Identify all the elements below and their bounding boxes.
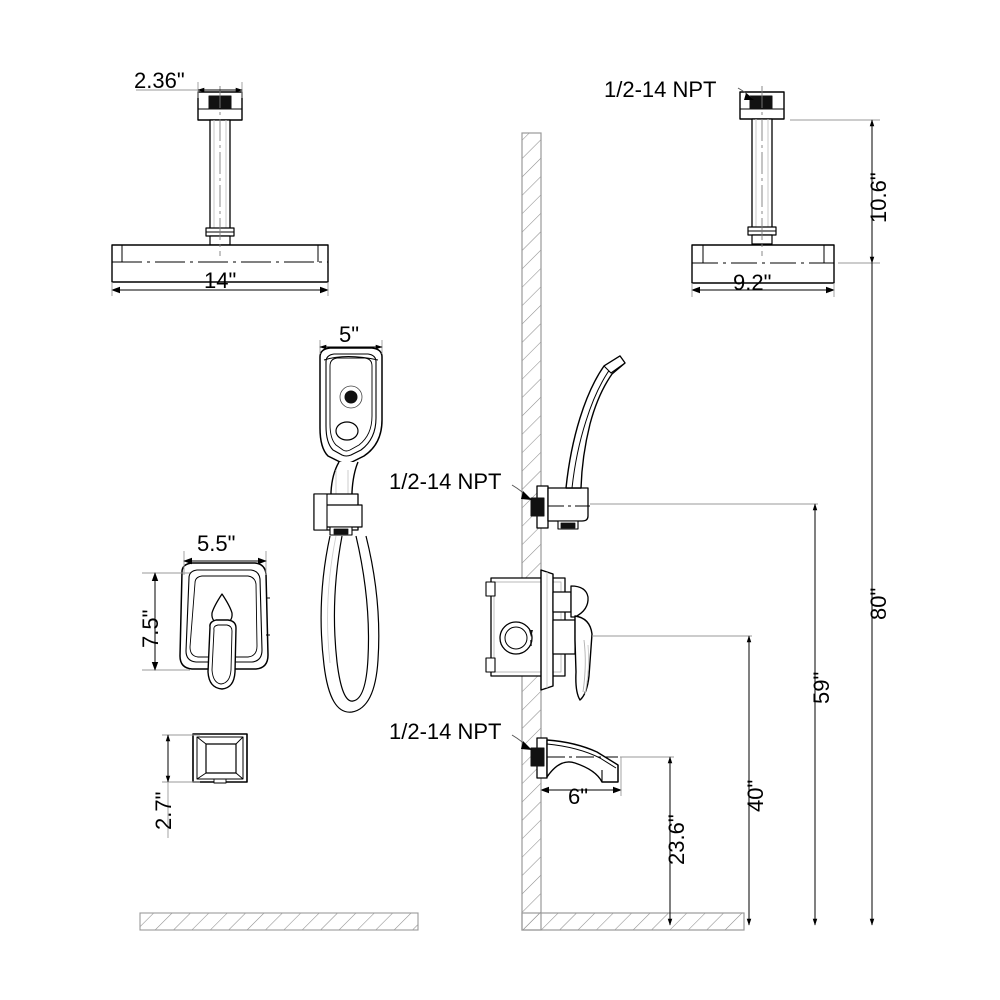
dimension-59-inch	[590, 503, 818, 926]
dim-label-59: 59"	[809, 671, 834, 704]
dimension-14-inch	[111, 282, 329, 296]
dim-label-2-36: 2.36"	[134, 68, 185, 93]
dim-label-14: 14"	[204, 268, 237, 293]
dim-label-6: 6"	[568, 784, 589, 809]
floor-section-left	[139, 912, 419, 931]
dim-label-npt-handheld: 1/2-14 NPT	[389, 469, 502, 494]
view-valve-side	[485, 569, 593, 701]
dimension-40-inch	[592, 635, 752, 926]
view-tub-spout-side	[530, 737, 619, 783]
dim-label-9-2: 9.2"	[733, 270, 772, 295]
view-ceiling-shower-front	[111, 86, 329, 283]
dim-label-23-6: 23.6"	[664, 814, 689, 865]
dimension-9-2-inch	[691, 283, 835, 297]
dimension-6-inch	[540, 757, 622, 796]
dim-label-7-5: 7.5"	[138, 609, 163, 648]
view-trim-plate-front	[179, 562, 270, 690]
view-ceiling-shower-side	[691, 86, 835, 284]
dim-label-npt-ceiling: 1/2-14 NPT	[604, 77, 717, 102]
floor-section-right	[521, 912, 745, 931]
dim-label-5: 5"	[339, 322, 360, 347]
callout-npt-handheld	[511, 484, 532, 500]
view-handheld-front	[313, 347, 383, 713]
view-handheld-bracket-side	[530, 355, 626, 530]
dimension-23-6-inch	[620, 756, 674, 926]
view-square-escutcheon	[192, 733, 248, 784]
dim-label-80: 80"	[866, 587, 891, 620]
dim-label-10-6: 10.6"	[866, 172, 891, 223]
wall-section	[521, 132, 542, 931]
dimension-5-inch	[319, 340, 383, 354]
dimension-2-36-inch	[136, 82, 243, 98]
dim-label-2-7: 2.7"	[151, 791, 176, 830]
dimension-7-5-inch	[142, 572, 190, 671]
callout-npt-ceiling	[737, 87, 754, 100]
callout-npt-spout	[511, 734, 532, 750]
dim-label-npt-spout: 1/2-14 NPT	[389, 719, 502, 744]
dim-label-5-5: 5.5"	[197, 531, 236, 556]
dimension-5-5-inch	[183, 551, 267, 575]
dimension-2-7-inch	[162, 734, 200, 838]
dim-label-40: 40"	[743, 779, 768, 812]
